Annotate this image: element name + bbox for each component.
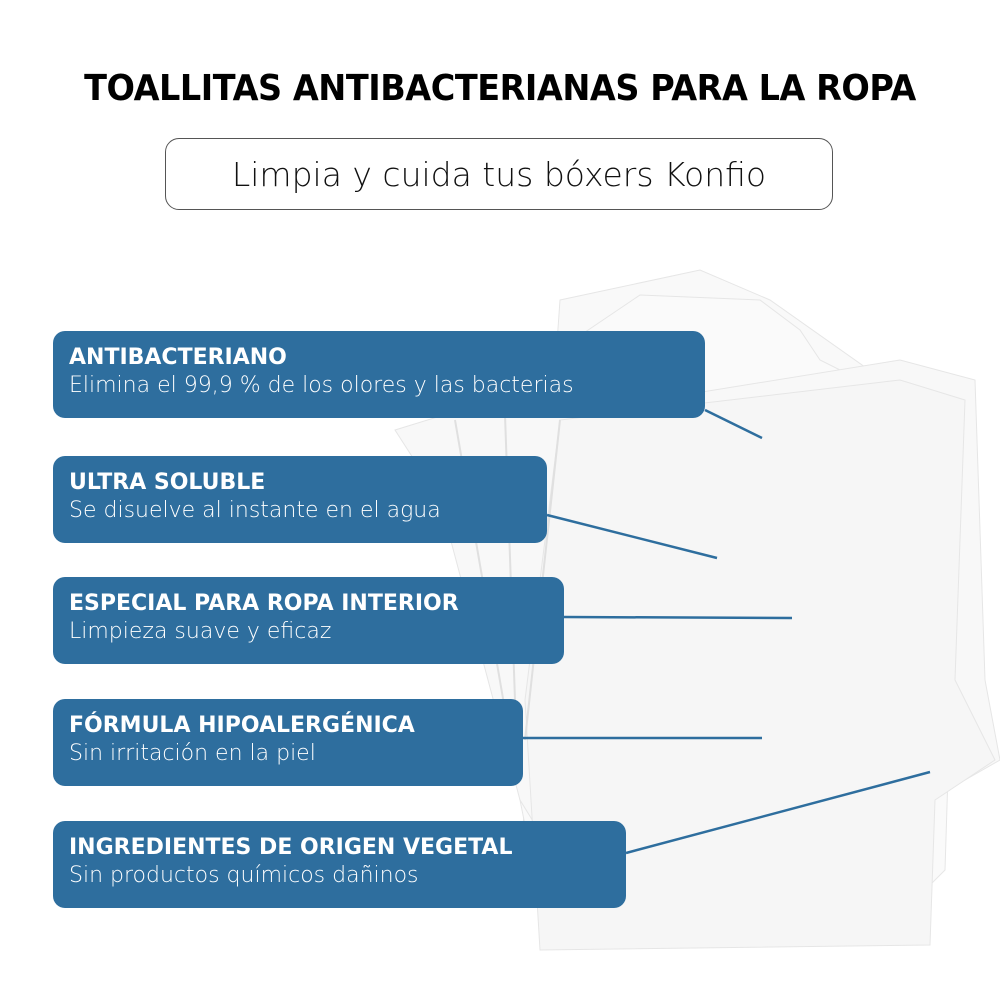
connector-line-3 [563,615,793,620]
connector-line-1 [704,408,763,440]
feature-card-ultra-soluble: ULTRA SOLUBLE Se disuelve al instante en… [53,456,547,543]
feature-title: ULTRA SOLUBLE [69,470,266,495]
feature-title: INGREDIENTES DE ORIGEN VEGETAL [69,835,513,860]
page-title: TOALLITAS ANTIBACTERIANAS PARA LA ROPA [84,68,916,109]
connector-line-5 [625,770,931,855]
connector-line-2 [546,513,718,560]
feature-description: Sin irritación en la piel [69,741,316,766]
feature-card-underwear: ESPECIAL PARA ROPA INTERIOR Limpieza sua… [53,577,564,664]
feature-card-antibacterial: ANTIBACTERIANO Elimina el 99,9 % de los … [53,331,705,418]
feature-card-hypoallergenic: FÓRMULA HIPOALERGÉNICA Sin irritación en… [53,699,523,786]
feature-title: ESPECIAL PARA ROPA INTERIOR [69,591,459,616]
feature-description: Se disuelve al instante en el agua [69,498,441,523]
feature-title: FÓRMULA HIPOALERGÉNICA [69,713,415,738]
feature-title: ANTIBACTERIANO [69,345,287,370]
subtitle-badge: Limpia y cuida tus bóxers Konfio [165,138,833,210]
feature-description: Sin productos químicos dañinos [69,863,419,888]
feature-card-plant-based: INGREDIENTES DE ORIGEN VEGETAL Sin produ… [53,821,626,908]
feature-description: Limpieza suave y eficaz [69,619,332,644]
subtitle-text: Limpia y cuida tus bóxers Konfio [231,154,767,194]
feature-description: Elimina el 99,9 % de los olores y las ba… [69,373,574,398]
